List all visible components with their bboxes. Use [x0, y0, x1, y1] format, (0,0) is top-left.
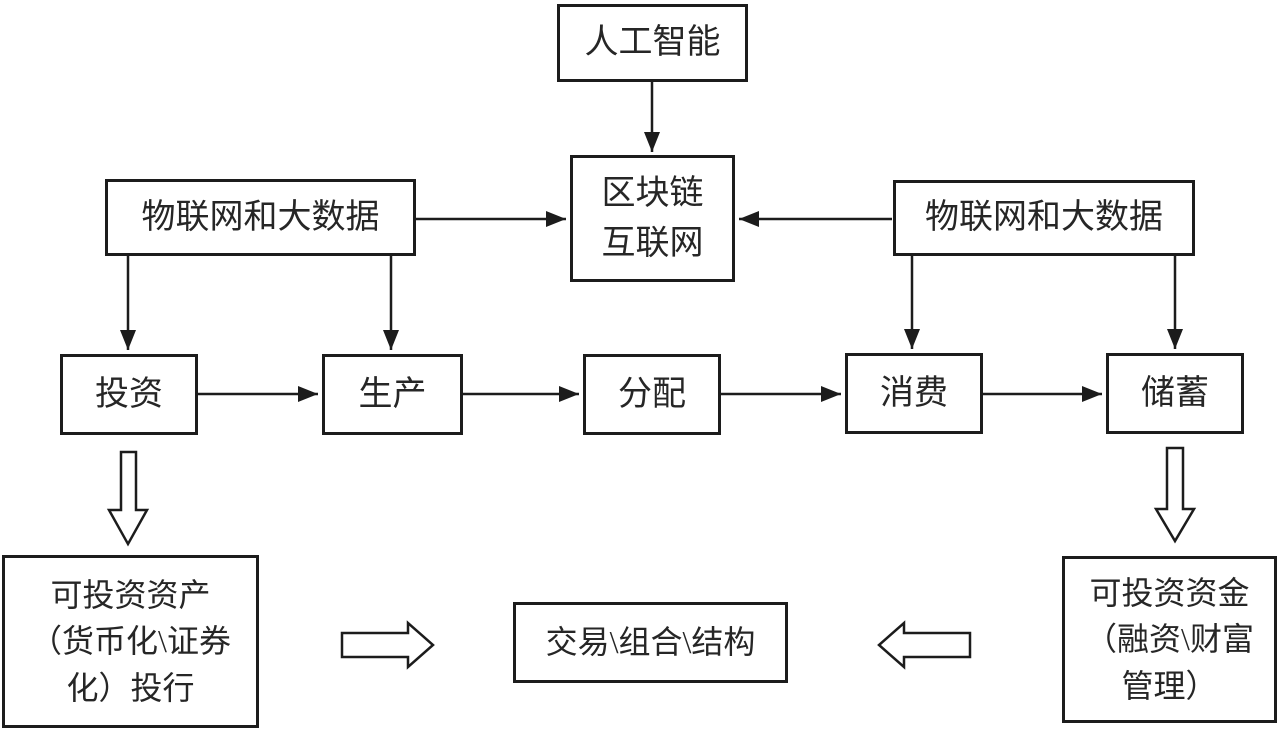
node-investable-assets: 可投资资产 （货币化\证券 化）投行: [2, 555, 259, 728]
node-consumption-label: 消费: [880, 374, 948, 412]
node-trading-portfolio-structure-label: 交易\组合\结构: [545, 624, 756, 661]
node-savings-label: 储蓄: [1141, 374, 1209, 412]
node-iot-bigdata-right: 物联网和大数据: [893, 180, 1195, 256]
node-savings: 储蓄: [1106, 353, 1244, 434]
node-iot-bigdata-left: 物联网和大数据: [105, 179, 416, 256]
node-investable-funds: 可投资资金 （融资\财富 管理）: [1062, 556, 1277, 723]
node-investable-assets-label: 可投资资产 （货币化\证券 化）投行: [30, 576, 231, 706]
node-ai-label: 人工智能: [584, 24, 721, 62]
node-distribution: 分配: [583, 354, 721, 435]
hollow-arrow-savings-to-funds: [1153, 446, 1197, 544]
node-investable-funds-label: 可投资资金 （融资\财富 管理）: [1085, 574, 1254, 704]
node-production: 生产: [322, 354, 463, 435]
node-production-label: 生产: [358, 375, 427, 413]
hollow-arrow-assets-to-trading: [340, 620, 435, 670]
node-trading-portfolio-structure: 交易\组合\结构: [513, 602, 788, 683]
node-consumption: 消费: [845, 353, 983, 434]
hollow-arrow-investment-to-assets: [106, 450, 150, 547]
node-iot-bigdata-right-label: 物联网和大数据: [925, 199, 1163, 237]
node-distribution-label: 分配: [618, 375, 686, 413]
node-blockchain-internet-label: 区块链 互联网: [601, 175, 704, 262]
node-blockchain-internet: 区块链 互联网: [570, 155, 735, 282]
node-iot-bigdata-left-label: 物联网和大数据: [141, 198, 380, 236]
hollow-arrow-funds-to-trading: [877, 620, 972, 670]
node-investment-label: 投资: [95, 375, 163, 413]
node-investment: 投资: [60, 354, 198, 435]
node-ai: 人工智能: [557, 4, 748, 82]
